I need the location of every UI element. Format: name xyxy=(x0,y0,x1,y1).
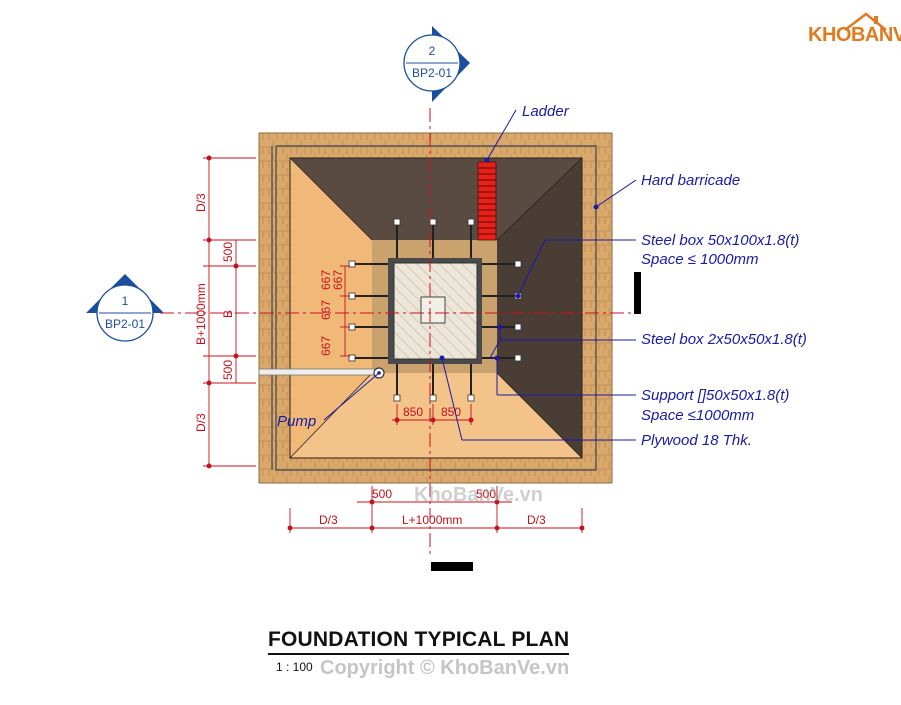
drawing-title: FOUNDATION TYPICAL PLAN xyxy=(268,628,570,655)
label-support-space: Space ≤1000mm xyxy=(641,407,754,424)
label-steel-box-1-space: Space ≤ 1000mm xyxy=(641,251,758,268)
label-plywood: Plywood 18 Thk. xyxy=(641,432,752,449)
dim-bottom-500-left: 500 xyxy=(372,487,392,501)
axis-lines xyxy=(160,108,640,555)
annotation-leaders xyxy=(323,109,637,441)
dim-667-b: 667 xyxy=(319,300,333,320)
dim-left-b: B xyxy=(221,310,235,318)
dim-667-d: 667 xyxy=(331,270,345,290)
dim-667-a: 667 xyxy=(319,270,333,290)
left-dimensions xyxy=(203,155,350,469)
dim-667-c: 667 xyxy=(319,336,333,356)
section-top-number: 2 xyxy=(429,44,436,58)
section-left-sheet: BP2-01 xyxy=(105,317,145,331)
bottom-dimensions xyxy=(287,404,585,533)
logo-roof-icon xyxy=(844,12,887,31)
section-left-number: 1 xyxy=(122,294,129,308)
label-steel-box-2: Steel box 2x50x50x1.8(t) xyxy=(641,331,807,348)
dim-left-500-top: 500 xyxy=(221,242,235,262)
dim-bottom-d3-right: D/3 xyxy=(527,513,546,527)
label-hard-barricade: Hard barricade xyxy=(641,172,740,189)
section-marker-left: 1 BP2-01 xyxy=(86,274,164,342)
dim-left-d3-top: D/3 xyxy=(194,193,208,212)
hard-barricade xyxy=(271,145,597,471)
dim-bottom-d3-left: D/3 xyxy=(319,513,338,527)
drawing-scale: 1 : 100 xyxy=(276,660,313,674)
dim-left-500-bottom: 500 xyxy=(221,360,235,380)
dim-left-b1000: B+1000mm xyxy=(194,283,208,345)
ladder xyxy=(477,161,497,241)
site-logo: KHOBANVE xyxy=(808,24,901,46)
dim-bottom-500-right: 500 xyxy=(476,487,496,501)
footing-formwork xyxy=(348,218,522,402)
dim-left-d3-bottom: D/3 xyxy=(194,413,208,432)
section-cut-bottom xyxy=(431,562,473,571)
watermark-middle: KhoBanVe.vn xyxy=(414,484,543,506)
section-top-sheet: BP2-01 xyxy=(412,66,452,80)
section-marker-top: 2 BP2-01 xyxy=(403,26,470,102)
dim-inner-850-b: 850 xyxy=(441,405,461,419)
label-pump: Pump xyxy=(277,413,316,430)
label-support: Support []50x50x1.8(t) xyxy=(641,387,789,404)
watermark-bottom: Copyright © KhoBanVe.vn xyxy=(320,657,570,679)
dim-bottom-l1000: L+1000mm xyxy=(402,513,462,527)
dim-inner-850-a: 850 xyxy=(403,405,423,419)
section-cut-right xyxy=(634,272,641,314)
label-ladder: Ladder xyxy=(522,103,570,120)
label-steel-box-1: Steel box 50x100x1.8(t) xyxy=(641,232,799,249)
